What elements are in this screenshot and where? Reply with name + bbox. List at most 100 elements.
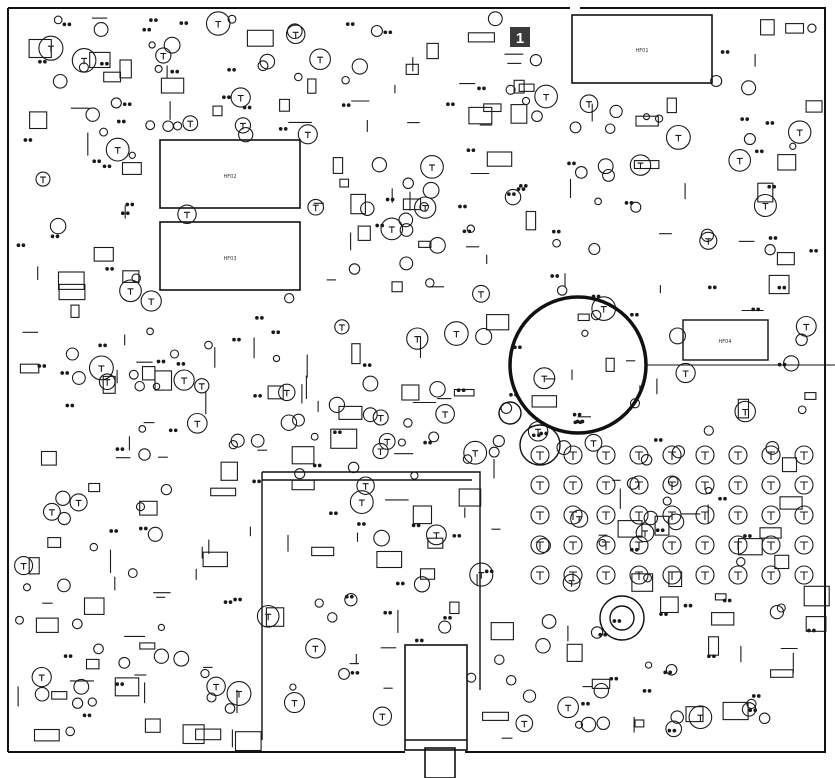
transistor-symbol bbox=[14, 556, 34, 576]
component-footprint bbox=[29, 111, 48, 130]
capacitor-symbol bbox=[348, 263, 361, 275]
capacitor-symbol bbox=[138, 448, 151, 461]
transistor-marking bbox=[213, 683, 220, 691]
transistor-marking bbox=[291, 700, 298, 707]
component-footprint bbox=[401, 384, 420, 401]
solder-pad bbox=[130, 202, 135, 207]
component-field bbox=[14, 11, 830, 752]
component-footprint bbox=[785, 23, 805, 34]
solder-pad bbox=[23, 138, 28, 142]
transistor-symbol bbox=[596, 505, 616, 525]
capacitor-symbol bbox=[314, 598, 324, 608]
component-footprint bbox=[803, 585, 830, 607]
solder-pad bbox=[507, 192, 511, 196]
capacitor-symbol bbox=[146, 327, 154, 336]
transistor-symbol bbox=[425, 524, 447, 546]
solder-pad bbox=[67, 22, 72, 27]
solder-pad bbox=[536, 433, 541, 438]
transistor-symbol bbox=[283, 692, 306, 714]
component-footprint bbox=[483, 103, 502, 113]
solder-pad bbox=[531, 433, 536, 438]
component-footprint bbox=[212, 105, 223, 117]
transistor-symbol bbox=[570, 509, 589, 528]
transistor-symbol bbox=[596, 565, 616, 585]
component-footprint bbox=[518, 83, 535, 92]
component-footprint bbox=[779, 496, 803, 510]
capacitor-symbol bbox=[588, 242, 601, 256]
component-footprint bbox=[781, 457, 798, 473]
component-footprint bbox=[453, 388, 475, 397]
transistor-marking bbox=[734, 571, 742, 580]
transistor-symbol bbox=[309, 48, 331, 71]
capacitor-symbol bbox=[292, 413, 305, 427]
component-footprint bbox=[412, 505, 433, 525]
capacitor-symbol bbox=[462, 454, 473, 464]
capacitor-symbol bbox=[398, 212, 414, 228]
capacitor-symbol bbox=[413, 576, 431, 593]
capacitor-symbol bbox=[206, 692, 217, 703]
transistor-symbol bbox=[665, 124, 691, 150]
transistor-marking bbox=[800, 571, 808, 580]
solder-pad bbox=[586, 701, 590, 706]
solder-pad bbox=[489, 569, 494, 574]
transistor-symbol bbox=[372, 409, 389, 426]
capacitor-symbol bbox=[580, 716, 597, 733]
transistor-symbol bbox=[305, 638, 326, 659]
capacitor-symbol bbox=[492, 434, 505, 448]
component-footprint bbox=[93, 246, 114, 262]
solder-pad bbox=[179, 21, 184, 25]
component-footprint bbox=[202, 551, 228, 568]
solder-pad bbox=[120, 682, 125, 686]
solder-pad bbox=[37, 364, 42, 368]
component-footprint bbox=[458, 488, 482, 507]
component-footprint bbox=[617, 520, 643, 538]
capacitor-symbol bbox=[71, 618, 83, 630]
solder-pad bbox=[707, 285, 712, 290]
capacitor-symbol bbox=[764, 244, 776, 256]
transistor-marking bbox=[194, 420, 201, 428]
capacitor-symbol bbox=[797, 405, 807, 415]
solder-pad bbox=[170, 69, 175, 74]
solder-pad bbox=[176, 362, 181, 366]
component-footprint bbox=[449, 601, 460, 615]
transistor-marking bbox=[803, 323, 810, 331]
capacitor-symbol bbox=[531, 110, 543, 123]
solder-pad bbox=[653, 438, 658, 442]
solder-pad bbox=[634, 547, 639, 552]
solder-pad bbox=[551, 229, 556, 234]
solder-pad bbox=[395, 581, 400, 586]
solder-pad bbox=[753, 708, 758, 713]
component-footprint bbox=[83, 597, 105, 615]
transistor-marking bbox=[767, 451, 775, 460]
transistor-marking bbox=[635, 541, 643, 550]
solder-pad bbox=[65, 371, 70, 375]
capacitor-symbol bbox=[15, 615, 24, 625]
solder-pad bbox=[629, 201, 634, 205]
solder-pad bbox=[477, 86, 481, 91]
component-footprint bbox=[40, 450, 57, 466]
capacitor-symbol bbox=[746, 698, 757, 710]
solder-pad bbox=[725, 50, 730, 54]
capacitor-symbol bbox=[65, 347, 79, 361]
transistor-marking bbox=[600, 306, 607, 313]
hf03-label: HF03 bbox=[224, 256, 237, 262]
transistor-symbol bbox=[278, 383, 296, 402]
component-footprint bbox=[139, 500, 158, 516]
capacitor-symbol bbox=[438, 620, 452, 634]
transistor-marking bbox=[569, 451, 577, 460]
solder-pad bbox=[655, 528, 660, 533]
transistor-marking bbox=[362, 483, 369, 490]
solder-pad bbox=[357, 522, 361, 526]
transistor-symbol bbox=[794, 475, 814, 495]
transistor-symbol bbox=[88, 355, 114, 381]
solder-pad bbox=[333, 430, 337, 435]
solder-pad bbox=[175, 69, 180, 74]
capacitor-symbol bbox=[487, 11, 503, 27]
component-footprint bbox=[633, 160, 660, 170]
transistor-marking bbox=[701, 541, 709, 550]
capacitor-symbol bbox=[640, 454, 653, 466]
transistor-symbol bbox=[728, 535, 748, 555]
capacitor-symbol bbox=[284, 293, 295, 304]
solder-pad bbox=[642, 689, 647, 693]
component-footprint bbox=[714, 593, 727, 601]
